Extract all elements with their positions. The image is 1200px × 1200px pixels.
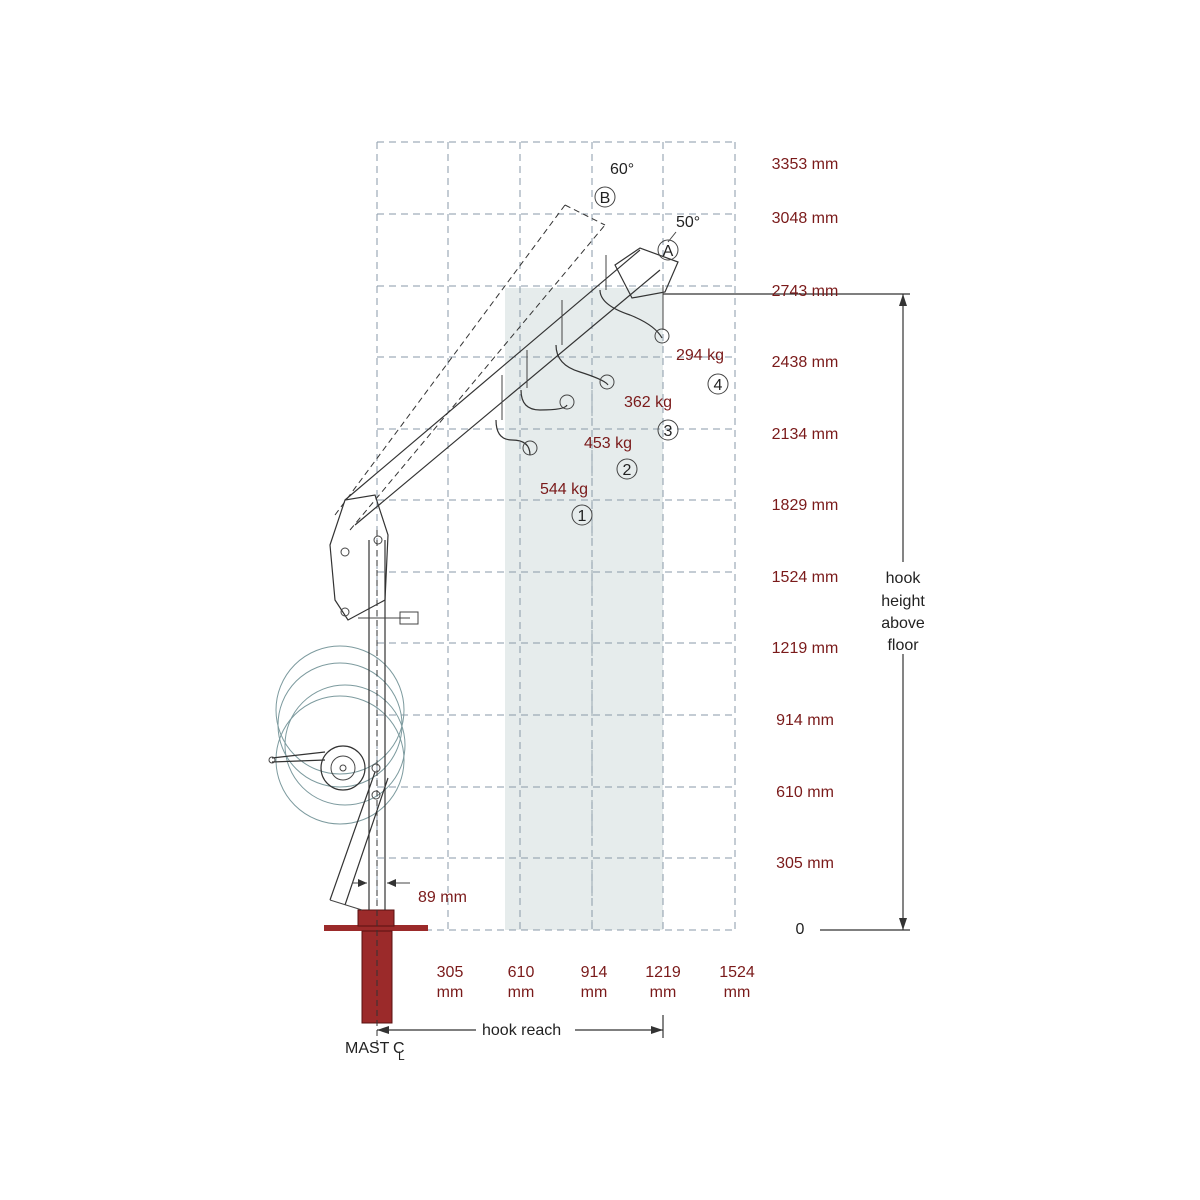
work-area-shading (505, 288, 663, 930)
height-labels: 3353 mm 3048 mm 2743 mm 2438 mm 2134 mm … (772, 156, 839, 938)
load-capacities: 544 kg 1 453 kg 2 362 kg 3 294 kg 4 (540, 347, 729, 526)
reach-value: 610 (508, 964, 535, 981)
height-label: 3353 mm (772, 156, 839, 173)
hook-height-dimension (663, 293, 910, 931)
mast-base (324, 909, 428, 1024)
svg-text:hook: hook (886, 570, 922, 587)
reach-labels: 305 mm 610 mm 914 mm 1219 mm 1524 mm (437, 964, 755, 1001)
height-label: 305 mm (776, 855, 834, 872)
svg-text:height: height (881, 593, 925, 610)
svg-text:above: above (881, 615, 925, 632)
height-label: 610 mm (776, 784, 834, 801)
mast-diameter-dimension (352, 879, 410, 887)
reach-unit: mm (724, 984, 751, 1001)
height-label: 0 (796, 921, 805, 938)
load-capacity-2: 453 kg (584, 435, 632, 452)
reach-unit: mm (650, 984, 677, 1001)
hooks (495, 255, 670, 456)
hook-4 (599, 255, 670, 344)
mast-label: MAST (345, 1040, 390, 1057)
height-label: 2134 mm (772, 426, 839, 443)
centerline-label: C (393, 1040, 405, 1057)
load-capacity-1: 544 kg (540, 481, 588, 498)
winch (268, 745, 381, 800)
support-strut (329, 771, 389, 911)
load-number-2: 2 (623, 462, 632, 479)
height-label: 914 mm (776, 712, 834, 729)
height-label: 1829 mm (772, 497, 839, 514)
height-label: 1524 mm (772, 569, 839, 586)
height-label: 2743 mm (772, 283, 839, 300)
boom-position-b (334, 204, 606, 531)
svg-text:floor: floor (887, 637, 919, 654)
boom-position-a (344, 247, 679, 526)
position-markers: 60° B 50° A (594, 161, 700, 261)
hook-3 (555, 300, 615, 390)
position-b-marker (594, 186, 616, 208)
load-number-3: 3 (664, 423, 673, 440)
hook-2 (520, 350, 575, 411)
reach-value: 1524 (719, 964, 755, 981)
hook-reach-dimension (377, 1015, 664, 1038)
reach-unit: mm (508, 984, 535, 1001)
hook-1 (495, 375, 538, 456)
angle-a-label: 50° (676, 214, 700, 231)
mast (358, 530, 419, 1050)
reach-unit: mm (437, 984, 464, 1001)
load-number-1: 1 (578, 508, 587, 525)
winch-swing-arcs (275, 645, 406, 825)
hook-reach-label: hook reach (482, 1022, 561, 1039)
height-label: 3048 mm (772, 210, 839, 227)
position-a-letter: A (663, 243, 674, 260)
reach-value: 1219 (645, 964, 681, 981)
centerline-sub-label: L (398, 1049, 405, 1063)
reach-value: 914 (581, 964, 608, 981)
reach-unit: mm (581, 984, 608, 1001)
load-capacity-4: 294 kg (676, 347, 724, 364)
height-label: 1219 mm (772, 640, 839, 657)
load-number-4: 4 (714, 377, 723, 394)
position-b-letter: B (600, 190, 611, 207)
load-capacity-3: 362 kg (624, 394, 672, 411)
reach-value: 305 (437, 964, 464, 981)
position-a-marker (657, 239, 679, 261)
hook-height-label: hook height above floor (881, 570, 925, 654)
mast-diameter-label: 89 mm (418, 889, 467, 906)
boom-knuckle (329, 494, 389, 621)
height-label: 2438 mm (772, 354, 839, 371)
angle-b-label: 60° (610, 161, 634, 178)
